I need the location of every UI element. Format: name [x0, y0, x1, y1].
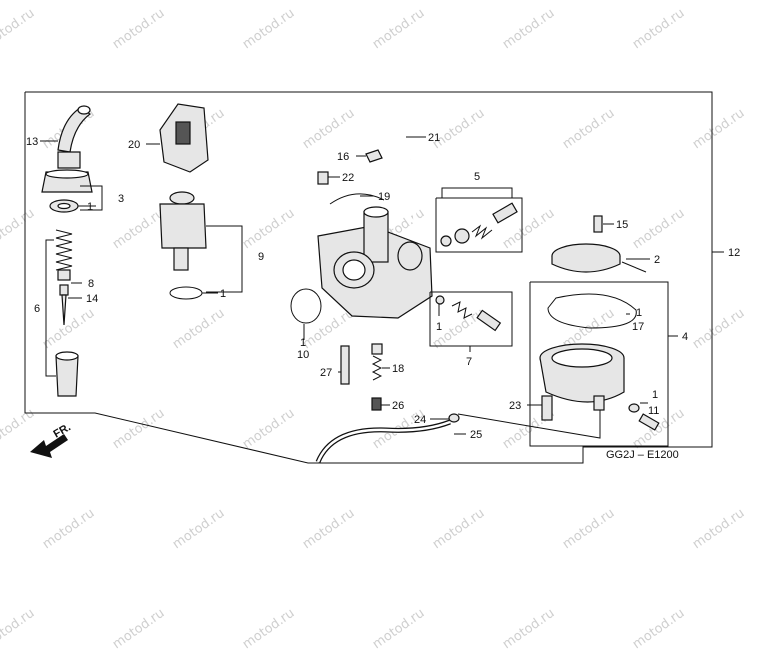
callout-4: 4 — [682, 331, 688, 343]
callout-1-gasket: 1 — [636, 307, 642, 319]
callout-20: 20 — [128, 139, 140, 151]
part-27-jet — [340, 345, 350, 385]
part-10-o-ring — [290, 288, 322, 324]
callout-2: 2 — [654, 254, 660, 266]
callout-1-oring: 1 — [220, 288, 226, 300]
part-8-nut — [57, 269, 71, 281]
part-4-float-chamber — [539, 343, 625, 411]
part-14-needle — [59, 284, 69, 326]
leader-lines — [40, 136, 724, 439]
part-24-clip — [448, 413, 460, 423]
callout-1-bodyring: 1 — [300, 337, 306, 349]
part-21-hose — [370, 108, 420, 257]
callout-17: 17 — [632, 321, 644, 333]
watermark-text: motod.ru — [500, 605, 558, 652]
watermark-text: motod.ru — [110, 605, 168, 652]
part-17-gasket — [547, 293, 637, 329]
part-5-needle-set — [440, 202, 518, 247]
callout-5: 5 — [474, 171, 480, 183]
callout-1-set7: 1 — [436, 321, 442, 333]
part-23-screw — [541, 395, 553, 421]
callout-18: 18 — [392, 363, 404, 375]
callout-21: 21 — [428, 132, 440, 144]
callout-3: 3 — [118, 193, 124, 205]
front-direction-arrow: FR. — [30, 421, 73, 458]
part-25-drain-hose — [315, 419, 451, 464]
box-part-4 — [529, 281, 669, 447]
callout-1-washer: 1 — [87, 201, 93, 213]
callout-1-screw: 1 — [652, 389, 658, 401]
callout-numbers: 13 3 1 8 14 6 20 9 1 16 22 19 21 10 1 27… — [26, 132, 740, 441]
part-11-screw — [628, 403, 660, 431]
part-1-o-ring-b — [169, 286, 203, 300]
part-19-clamp — [329, 193, 385, 205]
part-9-auto-choke — [159, 191, 207, 271]
part-1-washer-a — [49, 199, 79, 213]
callout-19: 19 — [378, 191, 390, 203]
callout-7: 7 — [466, 356, 472, 368]
callout-13: 13 — [26, 136, 38, 148]
part-7-needle-set — [435, 295, 502, 332]
part-3-cap — [41, 151, 93, 193]
spring-part-6 — [55, 229, 73, 271]
part-26-plug — [371, 397, 382, 411]
part-2-diaphragm-plate — [551, 243, 647, 273]
callout-23: 23 — [509, 400, 521, 412]
part-16-clip — [365, 149, 383, 163]
watermark-text: motod.ru — [370, 605, 428, 652]
carburetor-body — [317, 206, 433, 319]
callout-26: 26 — [392, 400, 404, 412]
front-label: FR. — [52, 421, 73, 440]
callout-22: 22 — [342, 172, 354, 184]
part-13-elbow — [57, 105, 92, 153]
callout-11: 11 — [648, 405, 659, 417]
watermark-text: motod.ru — [0, 605, 38, 652]
box-part-5 — [435, 197, 523, 253]
exploded-parts-diagram: 13 3 1 8 14 6 20 9 1 16 22 19 21 10 1 27… — [24, 91, 740, 464]
callout-8: 8 — [88, 278, 94, 290]
assembly-outline — [24, 91, 713, 464]
box-part-7 — [429, 291, 513, 347]
callout-27: 27 — [320, 367, 332, 379]
callout-10: 10 — [297, 349, 309, 361]
part-22-screw — [317, 171, 329, 185]
watermark-text: motod.ru — [630, 605, 688, 652]
callout-6: 6 — [34, 303, 40, 315]
diagram-code: GG2J – E1200 — [606, 449, 679, 461]
callout-15: 15 — [616, 219, 628, 231]
part-6-plunger — [55, 351, 79, 397]
callout-24: 24 — [414, 414, 426, 426]
callout-25: 25 — [470, 429, 482, 441]
part-15-screw — [593, 215, 603, 233]
callout-14: 14 — [86, 293, 98, 305]
part-18-screw — [371, 343, 383, 381]
watermark-text: motod.ru — [240, 605, 298, 652]
callout-12: 12 — [728, 247, 740, 259]
part-20-cover — [159, 103, 209, 173]
callout-16: 16 — [337, 151, 349, 163]
callout-9: 9 — [258, 251, 264, 263]
